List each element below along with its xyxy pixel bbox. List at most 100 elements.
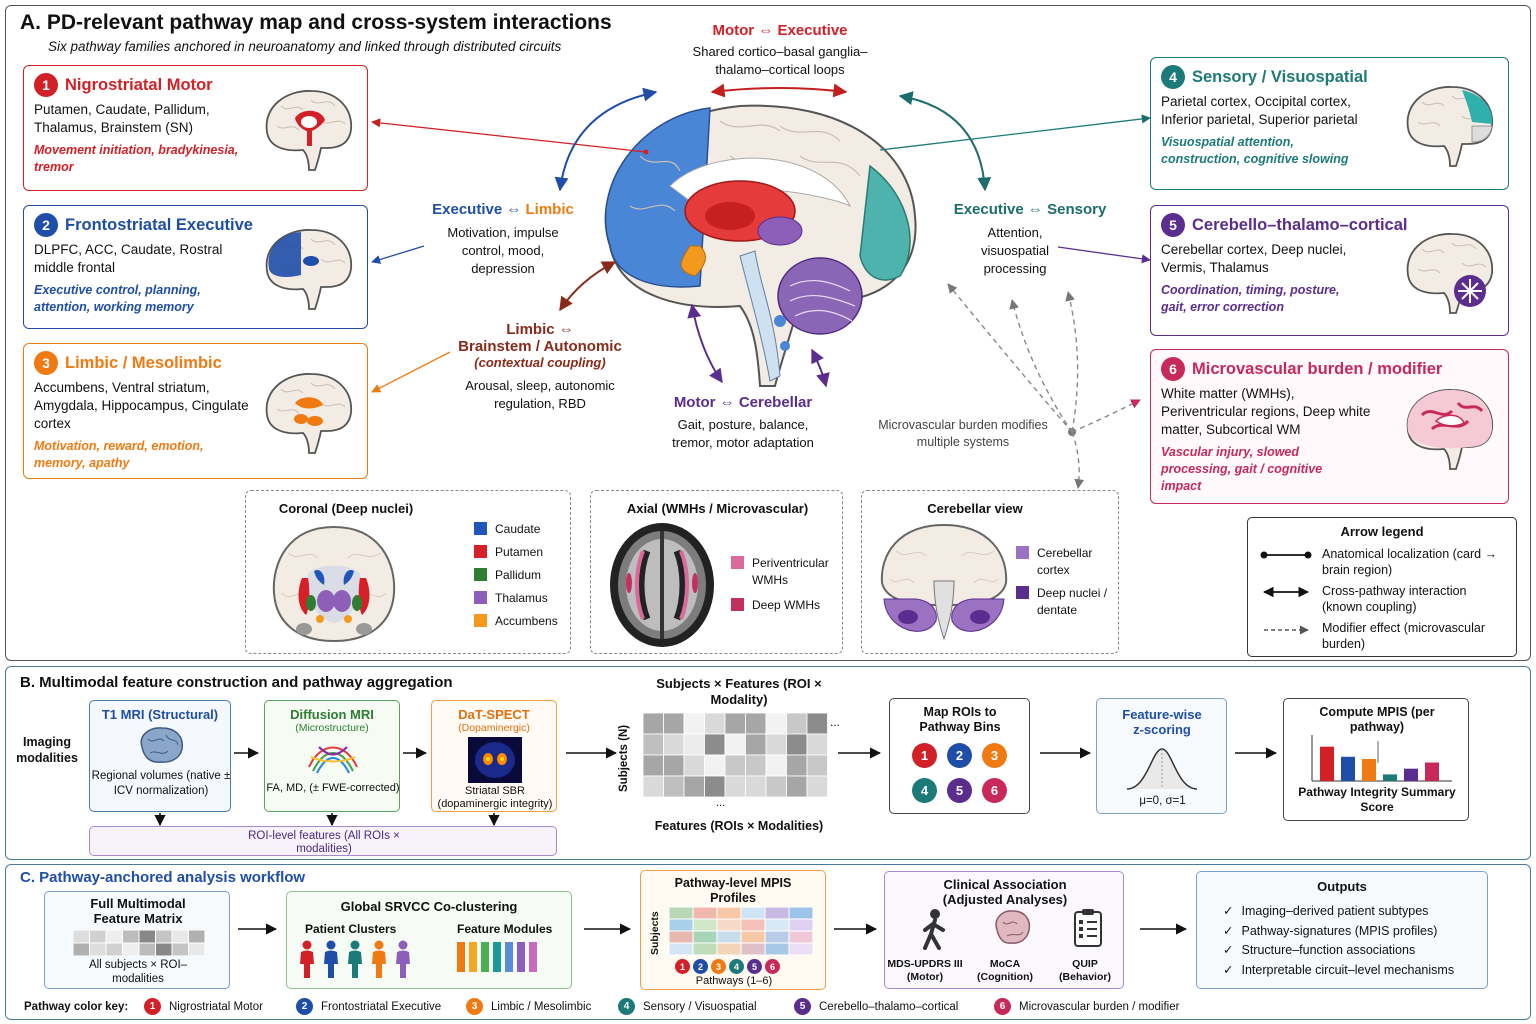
axial-brain — [610, 523, 714, 647]
pathway-functions: Motivation, reward, emotion, memory, apa… — [34, 439, 204, 470]
pathway-badge: 3 — [711, 959, 726, 974]
executive-limbic-interaction: Executive ⇔ Limbic Motivation, impulse c… — [432, 201, 574, 276]
pathway-badge: 5 — [747, 959, 762, 974]
pathway-functions: Vascular injury, slowed processing, gait… — [1161, 445, 1323, 493]
pathway-bin-badge: 6 — [982, 778, 1007, 803]
panel-c-title: C. Pathway-anchored analysis workflow — [20, 869, 306, 886]
legend-swatch — [474, 591, 487, 604]
interaction-arrows — [371, 83, 1151, 489]
legend-swatch — [474, 545, 487, 558]
pathway-brain-icon — [265, 229, 352, 310]
clinical-test: QUIP(Behavior) — [1059, 958, 1111, 983]
view-legend-item: Putamen — [474, 544, 577, 561]
clipboard-icon — [1074, 909, 1102, 947]
patient-clusters-icon — [300, 940, 410, 978]
mpis-bar — [1341, 756, 1355, 781]
color-key-label: Pathway color key: — [24, 1001, 129, 1013]
matrix-row-ellipsis: ... — [830, 715, 841, 729]
pathway-name: Cerebello–thalamo–cortical — [1192, 215, 1408, 234]
view-legend-item: Cerebellar cortex — [1016, 545, 1119, 579]
matrix-col-ellipsis: ... — [716, 797, 726, 809]
walking-person-icon — [923, 909, 945, 950]
pathway-brain-icon — [1406, 232, 1493, 314]
mpis-bar — [1362, 759, 1376, 781]
roi-features-box: ROI-level features (All ROIs × modalitie… — [89, 826, 557, 856]
pathway-name: Nigrostriatal Motor — [65, 75, 213, 94]
motor-cerebellar-interaction: Motor ⇔ Cerebellar Gait, posture, balanc… — [672, 394, 814, 450]
pathway-badge: 6 — [765, 959, 780, 974]
pathway-name: Frontostriatal Executive — [65, 215, 253, 234]
clinical-test-icons — [923, 909, 1102, 950]
motor-executive-interaction: Motor ⇔ Executive Shared cortico–basal g… — [692, 22, 868, 77]
tractography-icon — [308, 746, 358, 774]
pathway-number-badge: 3 — [34, 351, 58, 375]
clinical-test: MoCA(Cognition) — [977, 958, 1033, 983]
pathway-number-badge: 6 — [1161, 357, 1185, 381]
person-icon — [348, 950, 362, 978]
arrow-legend-glyphs — [1260, 551, 1312, 635]
output-item: ✓Interpretable circuit–level mechanisms — [1223, 962, 1455, 977]
limbic-brainstem-interaction: Limbic ⇔Brainstem / Autonomic (contextua… — [458, 321, 622, 411]
view-legend-item: Deep nuclei / dentate — [1016, 585, 1119, 619]
mpis-bar — [1320, 746, 1334, 781]
person-icon — [396, 950, 410, 978]
view-legend-item: Pallidum — [474, 567, 577, 584]
pathway-brain-icon — [265, 90, 352, 171]
panel-a-title: A. PD-relevant pathway map and cross-sys… — [20, 11, 612, 34]
pathway-regions: Cerebellar cortex, Deep nuclei, Vermis, … — [1161, 242, 1347, 275]
zscore-box: Feature-wise z-scoring μ=0, σ=1 — [1096, 698, 1227, 814]
pathway-name: Microvascular burden / modifier — [1192, 359, 1443, 378]
pathway-number-badge: 5 — [1161, 213, 1185, 237]
panel-b-title: B. Multimodal feature construction and p… — [20, 674, 453, 691]
legend-swatch — [731, 556, 744, 569]
view-legend-item: Caudate — [474, 521, 577, 538]
panel-b — [5, 666, 1531, 860]
t1-brain-icon — [140, 727, 184, 763]
legend-swatch — [731, 598, 744, 611]
legend-swatch — [1016, 546, 1029, 559]
check-icon: ✓ — [1223, 962, 1234, 977]
spect-icon — [468, 737, 522, 783]
t1-mri-box: T1 MRI (Structural) Regional volumes (na… — [89, 700, 231, 812]
cerebellar-brain — [880, 523, 1008, 641]
view-legend-item: Periventricular WMHs — [731, 555, 834, 589]
outputs-box: Outputs ✓Imaging–derived patient subtype… — [1196, 871, 1488, 989]
panel-c — [5, 864, 1531, 1020]
sagittal-brain — [604, 104, 917, 387]
pathway-number-badge: 2 — [34, 213, 58, 237]
mpis-box: Compute MPIS (per pathway) Pathway Integ… — [1283, 698, 1469, 821]
full-matrix-icon — [73, 930, 206, 956]
pathway-bin-badge: 4 — [912, 778, 937, 803]
check-icon: ✓ — [1223, 904, 1234, 918]
clinical-association-box: Clinical Association (Adjusted Analyses)… — [884, 871, 1124, 989]
pathway-bin-badge: 2 — [947, 743, 972, 768]
output-item: ✓Pathway-signatures (MPIS profiles) — [1223, 923, 1438, 938]
pathway-brain-icon — [1406, 85, 1493, 167]
pathway-bin-badge: 5 — [947, 778, 972, 803]
brain-icon — [995, 910, 1031, 944]
pathway-functions: Executive control, planning, attention, … — [34, 283, 201, 314]
legend-swatch — [474, 522, 487, 535]
pathway-number-badge: 4 — [1161, 65, 1185, 89]
executive-sensory-interaction: Executive ⇔ Sensory Attention, visuospat… — [953, 201, 1107, 276]
gaussian-icon — [1127, 748, 1197, 790]
mpis-bar — [1383, 774, 1397, 781]
pathway-bin-badge: 3 — [982, 743, 1007, 768]
panel-c-arrows — [238, 923, 1188, 935]
view-legend-item: Accumbens — [474, 613, 577, 630]
clinical-test: MDS-UPDRS III(Motor) — [887, 958, 963, 983]
person-icon — [324, 950, 338, 978]
feature-matrix — [643, 713, 828, 798]
panel-b-arrows — [154, 747, 1278, 827]
pathway-regions: DLPFC, ACC, Caudate, Rostral middle fron… — [34, 242, 223, 275]
feature-modules-icon — [457, 942, 537, 972]
axial-view: Axial (WMHs / Microvascular) Periventric… — [590, 490, 843, 654]
